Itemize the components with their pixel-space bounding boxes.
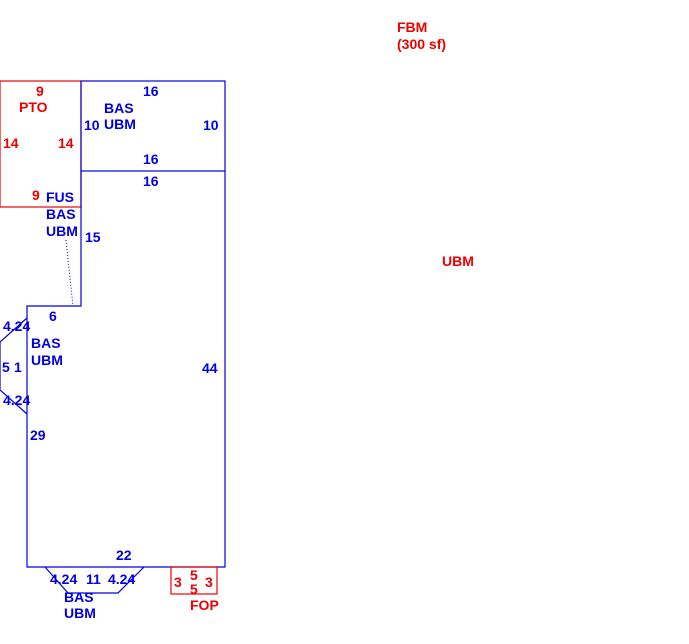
bottom-bay-label-1: BAS bbox=[64, 589, 94, 605]
bottom-bay-label-2: UBM bbox=[64, 605, 96, 621]
fop-right-dim: 3 bbox=[205, 574, 213, 590]
main-label-2: BAS bbox=[46, 206, 76, 222]
upper-right-dim: 10 bbox=[203, 117, 219, 133]
upper-bottom-dim: 16 bbox=[143, 151, 159, 167]
main-right-dim: 44 bbox=[202, 360, 218, 376]
ubm-label: UBM bbox=[442, 253, 474, 269]
bottom-bay-outline bbox=[44, 566, 145, 594]
left-bay-label-2: UBM bbox=[31, 352, 63, 368]
pto-label: PTO bbox=[19, 99, 48, 115]
bottom-bay-diag-right: 4.24 bbox=[108, 571, 135, 587]
upper-label-1: BAS bbox=[104, 100, 134, 116]
left-bay-diag-bottom: 4.24 bbox=[3, 392, 30, 408]
left-bay-label-1: BAS bbox=[31, 335, 61, 351]
main-left-upper-dim: 15 bbox=[85, 229, 101, 245]
fop-label: FOP bbox=[190, 597, 219, 613]
fop-left-dim: 3 bbox=[174, 574, 182, 590]
fop-top-dim: 5 bbox=[190, 567, 198, 583]
fbm-label: FBM bbox=[397, 19, 427, 35]
left-bay-side-b: 1 bbox=[14, 359, 22, 375]
upper-bas-outline bbox=[80, 80, 226, 172]
bottom-bay-diag-left: 4.24 bbox=[50, 571, 77, 587]
upper-left-dim: 10 bbox=[84, 117, 100, 133]
main-label-1: FUS bbox=[46, 189, 74, 205]
pto-left-dim: 14 bbox=[3, 135, 19, 151]
main-step-dim: 6 bbox=[49, 308, 57, 324]
left-bay-outline bbox=[0, 317, 28, 415]
main-left-lower-dim: 29 bbox=[30, 427, 46, 443]
upper-top-dim: 16 bbox=[143, 83, 159, 99]
left-bay-diag-top: 4.24 bbox=[3, 318, 30, 334]
fop-bottom-dim: 5 bbox=[190, 581, 198, 597]
main-label-3: UBM bbox=[46, 223, 78, 239]
bottom-bay-bottom-dim: 11 bbox=[86, 571, 101, 587]
pto-bottom-dim: 9 bbox=[32, 187, 40, 203]
main-outline bbox=[26, 171, 226, 568]
fop-outline bbox=[170, 566, 218, 595]
left-bay-side-a: 5 bbox=[2, 359, 10, 375]
fbm-area: (300 sf) bbox=[397, 36, 446, 52]
main-bottom-dim: 22 bbox=[116, 547, 132, 563]
upper-label-2: UBM bbox=[104, 116, 136, 132]
main-top-dim: 16 bbox=[143, 173, 159, 189]
pto-right-dim: 14 bbox=[58, 135, 74, 151]
leader-line bbox=[65, 239, 74, 307]
pto-top-dim: 9 bbox=[36, 83, 44, 99]
